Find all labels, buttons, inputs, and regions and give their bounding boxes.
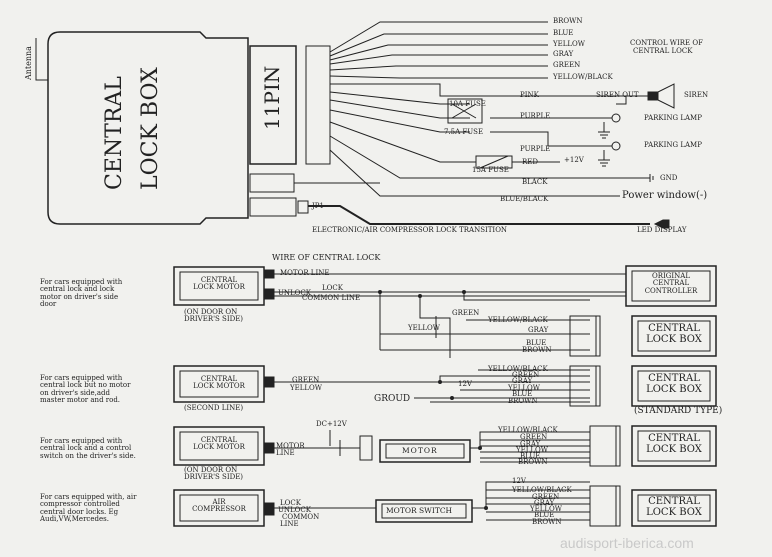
section1-wire-3: BLUE (526, 339, 547, 347)
wire-red: RED (522, 158, 538, 166)
unit-title-line2: LOCK BOX (138, 67, 163, 190)
section1-wire-1: YELLOW/BLACK (488, 316, 548, 324)
electronic-air-label: ELECTRONIC/AIR COMPRESSOR LOCK TRANSITIO… (312, 226, 508, 234)
section4-12v: 12V (512, 477, 526, 485)
section4-wire-3: GRAY (534, 499, 555, 507)
wire-yellow: YELLOW (553, 40, 585, 48)
power-window-label: Power window(-) (622, 190, 708, 201)
section1-wire-2: GRAY (528, 326, 549, 334)
section3-wire-3: GRAY (520, 440, 541, 448)
section2-wire-5: BLUE (512, 390, 533, 398)
jp1-label: JP1 (312, 202, 324, 210)
led-display-label: LED DISPLAY (637, 226, 687, 234)
section2-caption: (SECOND LINE) (184, 404, 244, 412)
siren-label: SIREN (684, 91, 709, 99)
section2-wire-4: YELLOW (508, 384, 540, 392)
section3-wire-2: GREEN (520, 433, 548, 441)
section4-lock: LOCK (280, 499, 301, 507)
fuse-75a-label: 7.5A FUSE (444, 128, 484, 136)
wire-green: GREEN (553, 61, 581, 69)
section3-wire-5: BLUE (520, 452, 541, 460)
section2-wire-2: GREEN (512, 371, 540, 379)
fuse-10a-label: 10A FUSE (449, 100, 486, 108)
plus12v-label: +12V (564, 156, 584, 164)
wire-blue-black: BLUE/BLACK (500, 195, 549, 203)
section2-wire-1: YELLOW/BLACK (488, 365, 548, 373)
standard-type-label: (STANDARD TYPE) (634, 406, 723, 416)
section4-wire-2: GREEN (532, 493, 560, 501)
parking-lamp-2: PARKING LAMP (644, 141, 702, 149)
section2-wire-6: BROWN (508, 397, 538, 405)
section1-motor-line: MOTOR LINE (280, 269, 330, 277)
section4-motor-switch: MOTOR SWITCH (386, 506, 453, 515)
section2-green: GREEN (292, 376, 320, 384)
wire-yellow-black: YELLOW/BLACK (553, 73, 613, 81)
wire-purple-2: PURPLE (520, 145, 551, 153)
section4-wire-1: YELLOW/BLACK (512, 486, 572, 494)
control-wire-label-1: CONTROL WIRE OF (630, 39, 703, 47)
11pin-label: 11PIN (260, 65, 284, 130)
section2-wire-3: GRAY (512, 377, 533, 385)
section2-groud: GROUD (374, 394, 411, 404)
section4-wire-6: BROWN (532, 518, 562, 526)
wire-black: BLACK (522, 178, 548, 186)
central-lock-box-outline (47, 31, 249, 225)
section1-common-line: COMMON LINE (302, 294, 361, 302)
siren-out-label: SIREN OUT (596, 91, 639, 99)
section2-12v: 12V (458, 380, 472, 388)
section1-wire-4: BROWN (522, 346, 552, 354)
wire-purple-1: PURPLE (520, 112, 551, 120)
section1-yellow: YELLOW (408, 324, 440, 332)
section1-unlock: UNLOCK (278, 289, 311, 297)
wire-brown: BROWN (553, 17, 583, 25)
wire-of-central-lock-title: WIRE OF CENTRAL LOCK (272, 253, 381, 262)
section3-wire-4: YELLOW (516, 446, 548, 454)
11pin-connector (249, 45, 297, 165)
control-wire-label-2: CENTRAL LOCK (633, 47, 693, 55)
antenna-label: Antenna (24, 46, 33, 80)
section4-common: COMMON (282, 513, 320, 521)
watermark: audisport-iberica.com (560, 535, 694, 551)
section3-wire-1: YELLOW/BLACK (498, 426, 558, 434)
section3-dc12v: DC+12V (316, 420, 347, 428)
section3-motor: MOTOR (402, 446, 438, 455)
parking-lamp-1: PARKING LAMP (644, 114, 702, 122)
section4-wire-5: BLUE (534, 511, 555, 519)
section3-wire-6: BROWN (518, 458, 548, 466)
section4-unlock: UNLOCK (278, 506, 311, 514)
wire-pink: PINK (520, 91, 539, 99)
section1-green: GREEN (452, 309, 480, 317)
gnd-label: GND (660, 174, 678, 182)
wire-gray: GRAY (553, 50, 574, 58)
section4-line: LINE (280, 520, 299, 528)
section2-yellow: YELLOW (290, 384, 322, 392)
wire-blue: BLUE (553, 29, 574, 37)
unit-title-line1: CENTRAL (102, 76, 127, 190)
section4-wire-4: YELLOW (530, 505, 562, 513)
fuse-15a-label: 15A FUSE (472, 166, 509, 174)
section1-lock: LOCK (322, 284, 343, 292)
